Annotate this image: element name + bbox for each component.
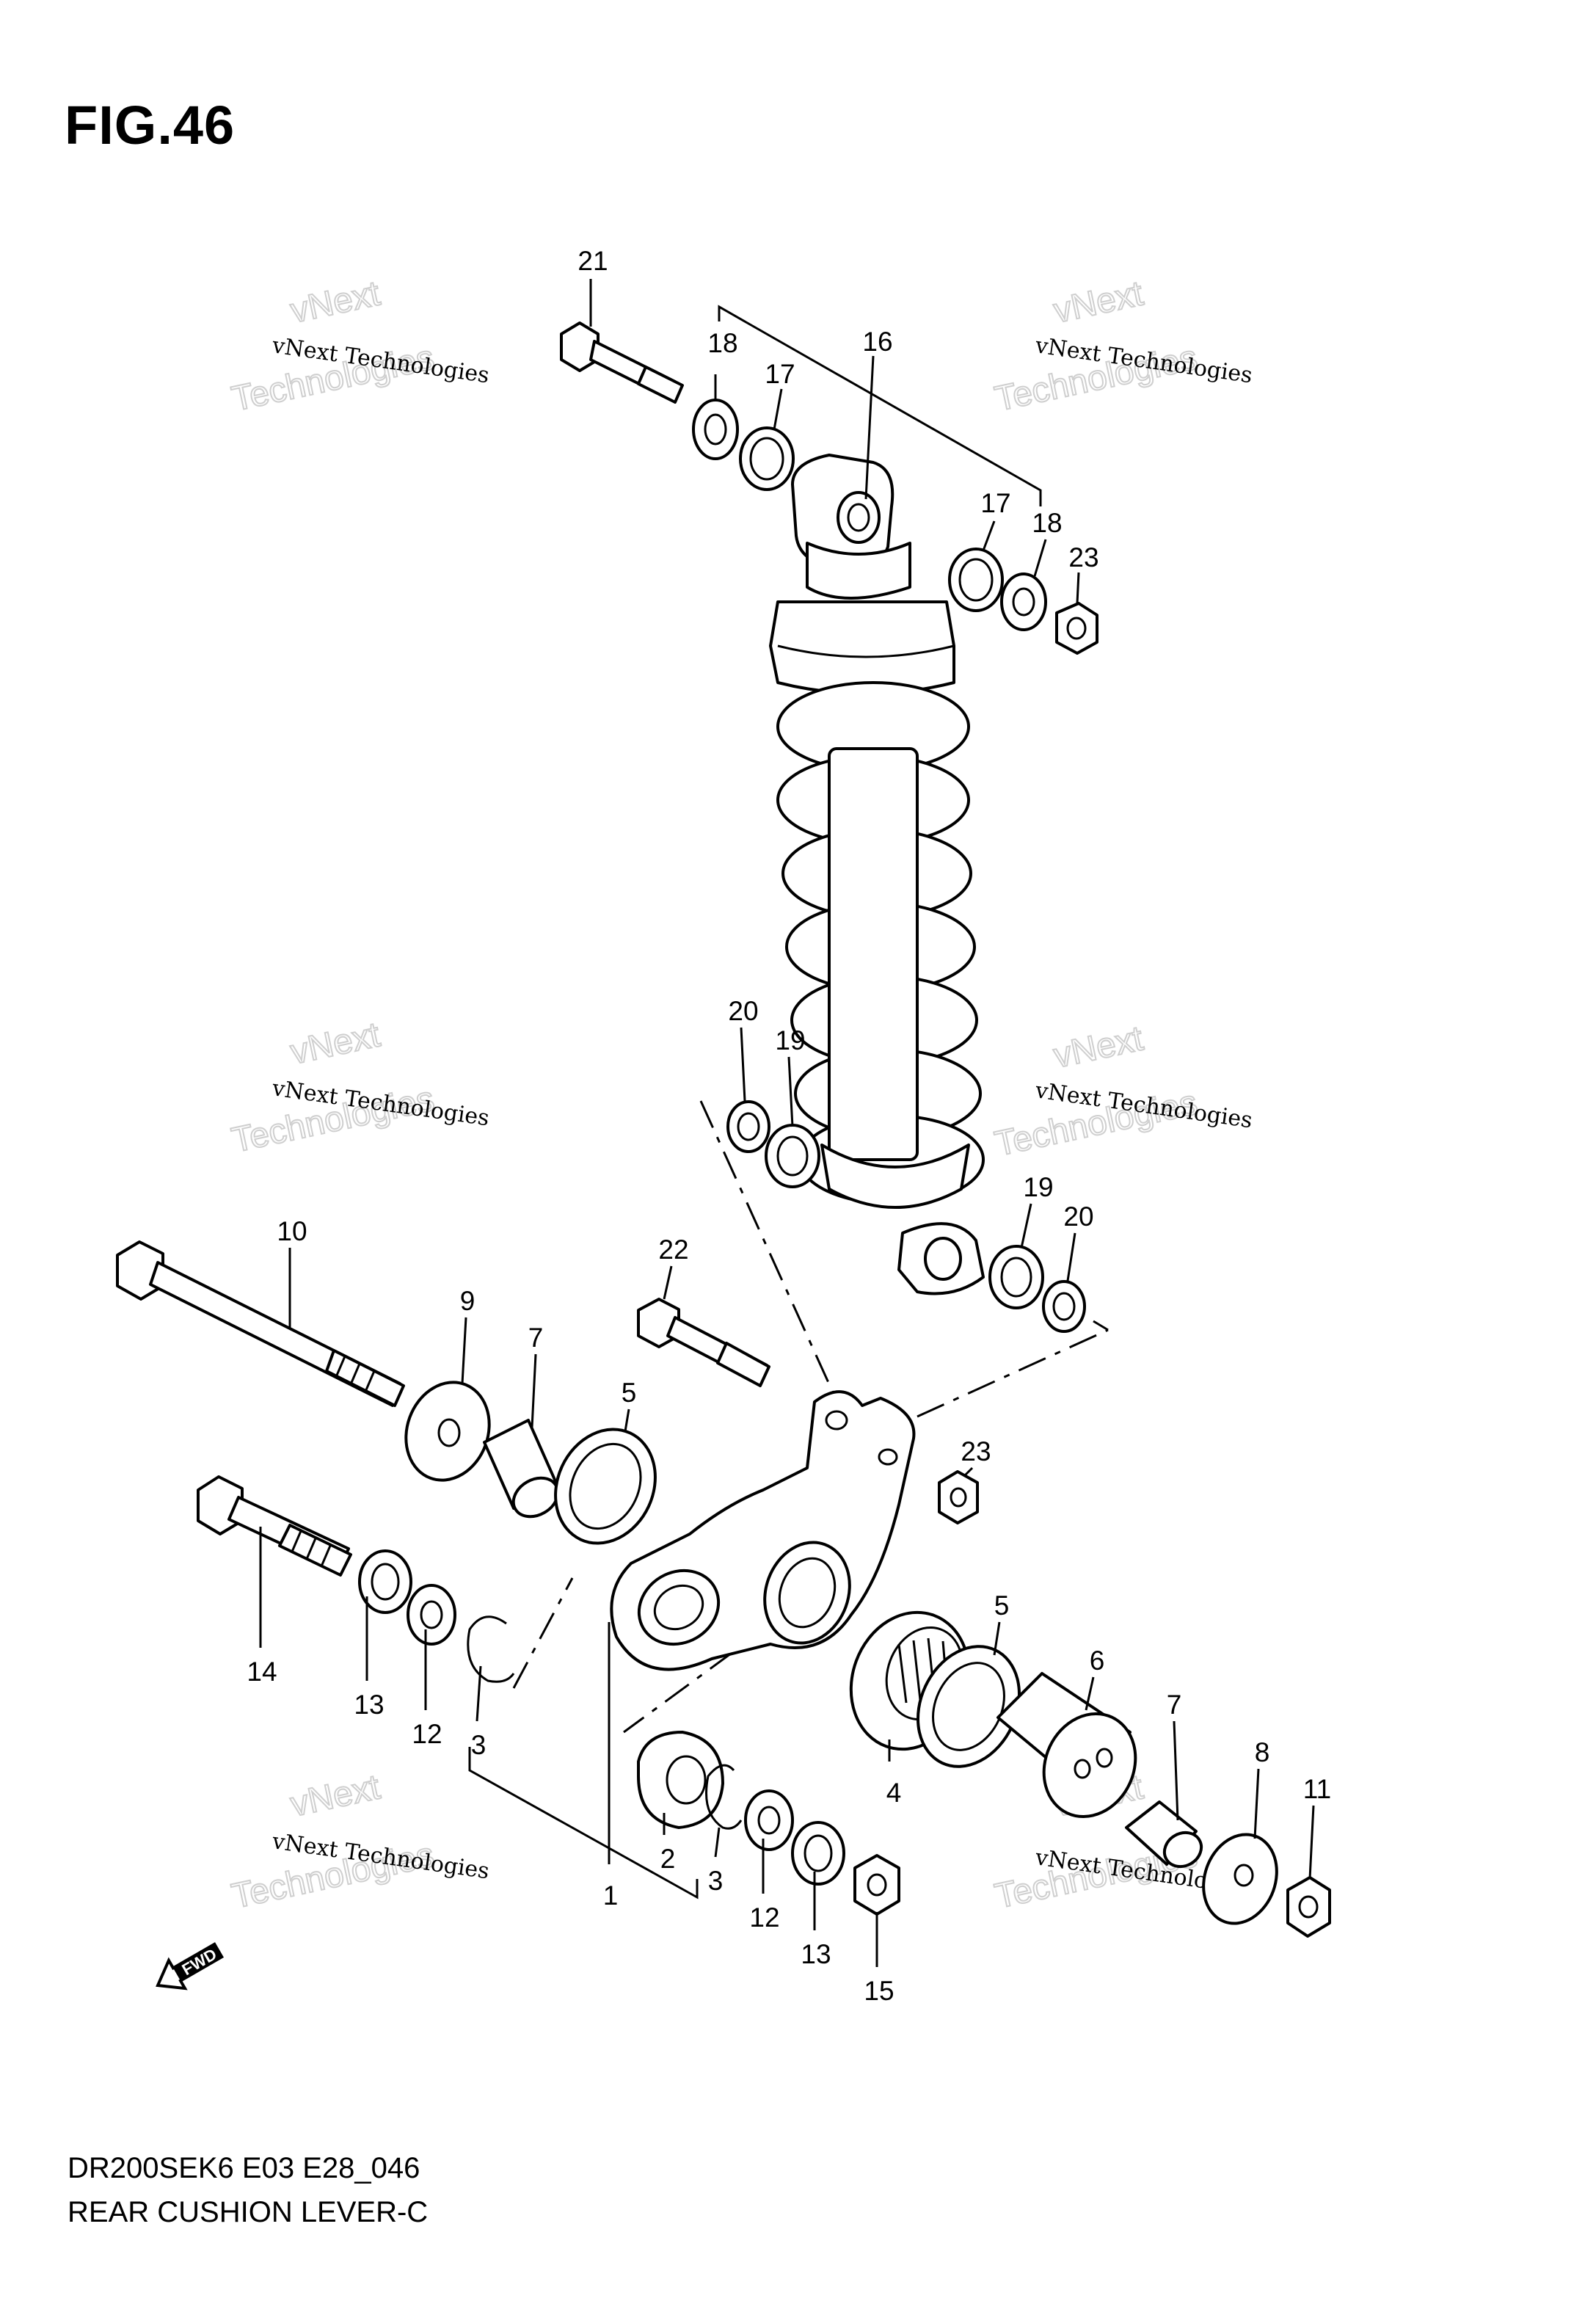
bushing-6: [996, 1672, 1137, 1819]
callout-12: 12: [749, 1902, 779, 1933]
callout-1: 1: [603, 1880, 619, 1911]
watermark-top-left: vNext Technologies vNext Technologies: [227, 273, 491, 419]
watermark-brand-top: vNext: [1050, 1019, 1146, 1075]
callout-12: 12: [412, 1719, 442, 1749]
callout-15: 15: [864, 1976, 894, 2006]
bolt-22: [637, 1298, 770, 1387]
watermark-bottom-left: vNext Technologies vNext Technologies: [227, 1767, 491, 1916]
callout-19: 19: [1023, 1172, 1053, 1202]
seal-5-left: [554, 1428, 657, 1545]
spring-adjuster-ring: [769, 600, 955, 695]
washer-9: [404, 1381, 491, 1482]
guide-line-shock-lower: [699, 1100, 845, 1417]
callout-23: 23: [961, 1436, 991, 1466]
callout-14: 14: [247, 1657, 277, 1687]
bushing-2: [637, 1731, 724, 1829]
callout-5: 5: [994, 1591, 1010, 1621]
shock-inner-body: [828, 747, 919, 1161]
model-code: DR200SEK6 E03 E28_046: [68, 2152, 420, 2184]
callout-6: 6: [1090, 1646, 1105, 1676]
bolt-10: [116, 1240, 405, 1407]
callout-18: 18: [1032, 508, 1062, 538]
shock-top-eye-hole: [837, 491, 881, 544]
callout-21: 21: [577, 246, 608, 276]
circlip-3-left: [467, 1615, 515, 1683]
callout-3: 3: [471, 1730, 487, 1760]
collar-18-upper: [692, 399, 739, 460]
bolt-21: [560, 321, 684, 404]
callout-13: 13: [354, 1690, 384, 1720]
collar-18-right: [1000, 572, 1047, 631]
callout-4: 4: [886, 1778, 902, 1808]
lever-front-bore: [637, 1568, 721, 1646]
nut-15: [853, 1854, 900, 1916]
seal-13-lower: [791, 1821, 845, 1886]
assembly-bracket-top: [718, 305, 1042, 506]
watermark-brand-top: vNext: [287, 1015, 383, 1072]
callout-18: 18: [707, 328, 737, 358]
nut-23-lower: [938, 1470, 979, 1524]
watermark-brand-top: vNext: [1050, 274, 1146, 330]
washer-12-left: [407, 1584, 456, 1646]
nut-11: [1286, 1876, 1331, 1938]
watermark-mid-right: vNext Technologies vNext Technologies: [991, 1018, 1254, 1164]
callout-9: 9: [460, 1286, 475, 1316]
callout-16: 16: [862, 327, 892, 357]
seal-19-left: [765, 1124, 820, 1188]
seal-13-left: [358, 1549, 412, 1614]
watermark-brand-top: vNext: [287, 1767, 383, 1824]
callout-8: 8: [1255, 1737, 1270, 1767]
callout-22: 22: [658, 1235, 688, 1265]
washer-20-right: [1042, 1280, 1086, 1333]
seal-17-right: [948, 548, 1004, 612]
callout-10: 10: [277, 1216, 307, 1246]
seal-17-upper: [739, 426, 795, 491]
washer-8: [1202, 1833, 1278, 1925]
callout-labels: 21 18 17 16 17 18 23 20 19 19 20 10 22 9…: [247, 246, 1331, 2006]
cushion-lever: [610, 1390, 916, 1671]
washer-20-left: [726, 1100, 770, 1153]
assembly-bracket-bottom: [468, 1747, 699, 1900]
adjuster-ring-line: [777, 644, 955, 658]
callout-3: 3: [708, 1866, 724, 1896]
nut-23-upper: [1055, 602, 1098, 655]
watermark-brand-top: vNext: [287, 274, 383, 330]
spacer-7-left: [483, 1419, 560, 1519]
guide-line-bolt-14: [512, 1577, 574, 1689]
callout-20: 20: [1063, 1202, 1093, 1232]
guide-line-bushing: [623, 1650, 735, 1734]
figure-title: FIG.46: [65, 95, 236, 156]
shock-lower-cap: [820, 1144, 970, 1209]
circlip-3-right: [705, 1764, 743, 1830]
forward-arrow: FWD: [156, 1942, 225, 1991]
callout-2: 2: [660, 1844, 676, 1874]
callout-17: 17: [765, 359, 795, 389]
callout-17: 17: [980, 488, 1010, 518]
lever-top-hole: [825, 1410, 848, 1431]
callout-19: 19: [775, 1025, 805, 1055]
leader-lines: [259, 279, 1315, 1967]
watermark-mid-left: vNext Technologies vNext Technologies: [227, 1014, 491, 1160]
washer-12-lower: [744, 1789, 794, 1851]
guide-tick: [1093, 1320, 1109, 1331]
shock-upper-body: [806, 542, 911, 600]
assembly-name: REAR CUSHION LEVER-C: [68, 2196, 429, 2228]
seal-19-right: [988, 1245, 1044, 1309]
watermark-top-right: vNext Technologies vNext Technologies: [991, 273, 1254, 419]
callout-11: 11: [1303, 1774, 1331, 1804]
bolt-14: [197, 1475, 352, 1577]
callout-13: 13: [801, 1939, 831, 1969]
callout-20: 20: [728, 996, 758, 1026]
shock-lower-eye-hole: [924, 1237, 962, 1281]
callout-7: 7: [1167, 1690, 1182, 1720]
callout-23: 23: [1068, 542, 1098, 572]
shock-top-eye-bore: [847, 503, 870, 532]
callout-5: 5: [622, 1378, 637, 1408]
callout-7: 7: [528, 1323, 544, 1353]
guide-line-shock-lower-right: [917, 1328, 1109, 1418]
lever-right-hole: [878, 1448, 898, 1466]
